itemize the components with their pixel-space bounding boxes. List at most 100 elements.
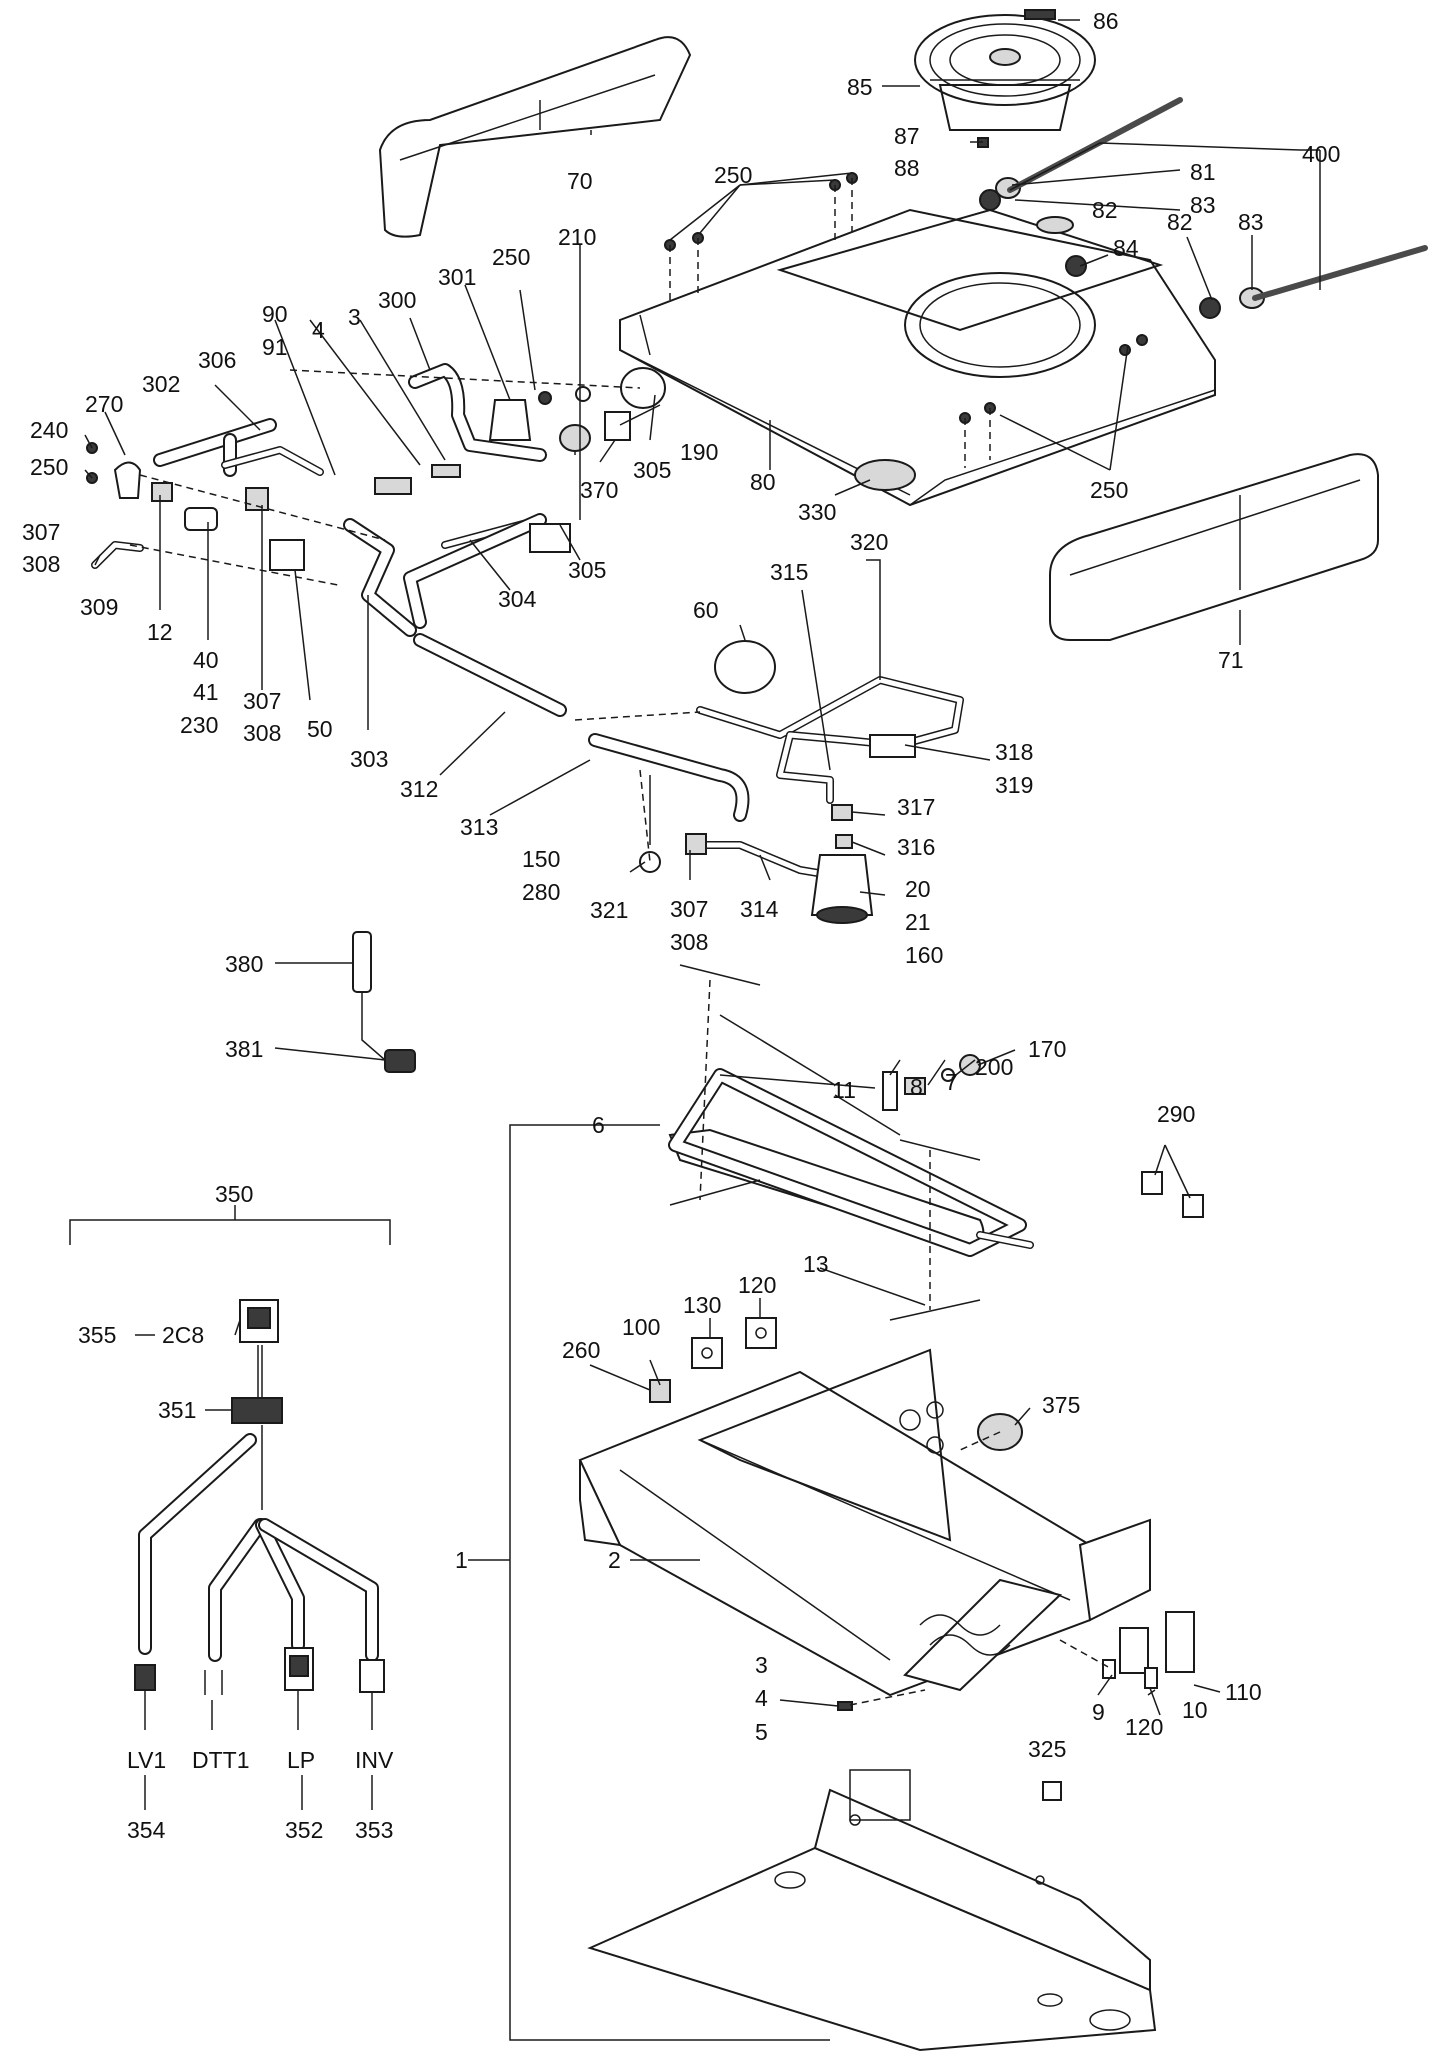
callout-320: 320 [850,529,888,555]
callout-4a: 4 [312,317,325,343]
callout-312: 312 [400,776,438,802]
callout-90: 90 [262,301,288,327]
callout-354: 354 [127,1817,166,1843]
callout-321: 321 [590,897,628,923]
callout-355: 355 [78,1322,116,1348]
callout-301: 301 [438,264,476,290]
callout-260: 260 [562,1337,600,1363]
callout-250c: 250 [30,454,68,480]
callout-11: 11 [832,1077,856,1103]
callout-82b: 82 [1167,209,1193,235]
callout-280: 280 [522,879,560,905]
callout-352: 352 [285,1817,323,1843]
callout-150: 150 [522,846,560,872]
callout-LV1: LV1 [127,1747,166,1773]
piping-components [86,367,916,924]
callout-316: 316 [897,834,935,860]
piping-assembly [91,363,964,879]
callout-INV: INV [355,1747,394,1773]
callout-7: 7 [945,1069,958,1095]
parts-260-100 [649,1379,671,1403]
part-2-housing [578,1348,1151,1697]
callout-307a: 307 [22,519,60,545]
callout-375: 375 [1042,1392,1080,1418]
callout-12: 12 [147,619,173,645]
callout-400: 400 [1302,141,1340,167]
callout-85: 85 [847,74,873,100]
part-350-harness [69,1205,391,1695]
callout-71: 71 [1218,647,1244,673]
callout-319: 319 [995,772,1033,798]
part-71-right-cover [1049,453,1379,641]
callout-120b: 120 [1125,1714,1163,1740]
callout-21: 21 [905,909,931,935]
callout-87: 87 [894,123,920,149]
callout-8: 8 [910,1074,923,1100]
callout-313: 313 [460,814,498,840]
callout-10: 10 [1182,1697,1208,1723]
callout-3b: 3 [755,1652,768,1678]
callout-380: 380 [225,951,263,977]
callout-309: 309 [80,594,118,620]
callout-370: 370 [580,477,618,503]
callout-86: 86 [1093,8,1119,34]
callout-308c: 308 [670,929,708,955]
callout-5: 5 [755,1719,768,1745]
part-380-sensor [352,931,416,1073]
callout-91: 91 [262,334,288,360]
callout-13: 13 [803,1251,829,1277]
callout-LP: LP [287,1747,315,1773]
callout-325: 325 [1028,1736,1066,1762]
assembly-group-bracket [509,1124,830,2041]
callout-302: 302 [142,371,180,397]
callout-160: 160 [905,942,943,968]
callout-318: 318 [995,739,1033,765]
parts-120-130-pads [691,1317,777,1369]
callout-1: 1 [455,1547,468,1573]
callout-350: 350 [215,1181,253,1207]
parts-9-10-110-325 [837,1611,1195,1801]
callout-307c: 307 [670,896,708,922]
callout-330: 330 [798,499,836,525]
callout-306: 306 [198,347,236,373]
callout-314: 314 [740,896,779,922]
callout-308b: 308 [243,720,281,746]
callout-230: 230 [180,712,218,738]
callout-250d: 250 [1090,477,1128,503]
callout-leaders [84,19,1321,1810]
bolts-250 [664,172,1148,468]
callout-3a: 3 [348,304,361,330]
callout-250a: 250 [714,162,752,188]
callout-304: 304 [498,586,537,612]
callout-40: 40 [193,647,219,673]
callout-290: 290 [1157,1101,1195,1127]
callout-110: 110 [1225,1679,1262,1705]
part-6-frame [668,964,1034,1321]
callout-305a: 305 [633,457,671,483]
callout-60: 60 [693,597,719,623]
callout-9: 9 [1092,1699,1105,1725]
callout-305b: 305 [568,557,606,583]
callout-82a: 82 [1092,197,1118,223]
callout-307b: 307 [243,688,281,714]
callout-81: 81 [1190,159,1216,185]
callout-190: 190 [680,439,718,465]
callout-120a: 120 [738,1272,776,1298]
callout-100: 100 [622,1314,660,1340]
callout-317: 317 [897,794,935,820]
callout-6: 6 [592,1112,605,1138]
callout-41: 41 [193,679,219,705]
callout-308a: 308 [22,551,60,577]
callout-315: 315 [770,559,808,585]
part-290-clips [1141,1171,1204,1218]
callout-20: 20 [905,876,931,902]
part-80-base-cover [619,208,1216,507]
callout-2C8: 2C8 [162,1322,204,1348]
part-70-left-cover [378,36,692,238]
callout-80: 80 [750,469,776,495]
part-85-fan [914,9,1096,131]
callout-351: 351 [158,1397,196,1423]
callout-130: 130 [683,1292,721,1318]
callout-83b: 83 [1238,209,1264,235]
